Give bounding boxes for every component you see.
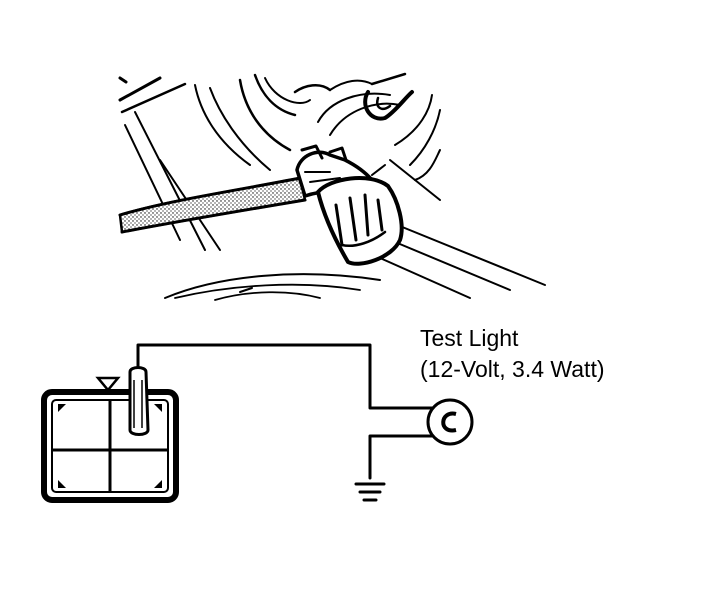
terminal-marker <box>95 376 121 392</box>
bracket-hook <box>363 90 414 121</box>
wiring-harness <box>118 176 307 234</box>
engine-illustration <box>118 72 546 301</box>
test-probe-clip <box>128 366 150 436</box>
engine-contours <box>118 72 546 301</box>
test-lead-wire <box>136 343 434 410</box>
test-light-spec: (12-Volt, 3.4 Watt) <box>420 356 605 382</box>
battery <box>41 376 179 503</box>
test-light-bulb <box>426 398 474 446</box>
sensor-body <box>316 164 404 266</box>
test-light-title: Test Light <box>420 325 519 351</box>
ground-wire <box>368 434 434 480</box>
ground-symbol <box>354 482 386 502</box>
test-circuit: Test Light (12-Volt, 3.4 Watt) <box>41 325 605 503</box>
